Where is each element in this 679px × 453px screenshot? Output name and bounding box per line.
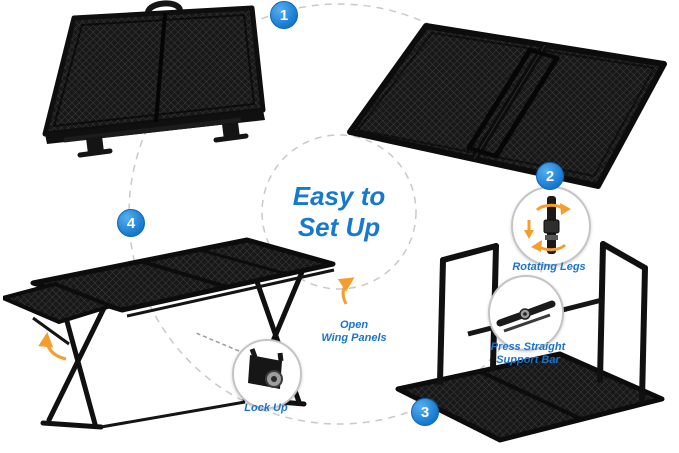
rotating-legs-label: Rotating Legs <box>512 261 586 273</box>
open-wing-panels-label-line2: Wing Panels <box>321 332 387 344</box>
folded-legs-icon <box>466 47 560 159</box>
unfolded-tabletop-illustration <box>347 23 667 189</box>
folded-table-case-illustration <box>42 0 266 158</box>
step-1-badge: 1 <box>270 1 298 29</box>
open-wing-panels-label-line1: Open <box>339 319 369 331</box>
support-bar-hinge-icon <box>496 300 556 333</box>
step-2-badge: 2 <box>536 162 564 190</box>
support-bar-callout <box>488 275 564 351</box>
setup-title: Easy to Set Up <box>254 181 424 243</box>
side-wing-panel-icon <box>3 282 113 324</box>
support-bar-label-line2: Support Bar <box>496 354 560 366</box>
setup-title-line2: Set Up <box>297 212 381 242</box>
lock-up-callout <box>232 339 302 409</box>
carry-handle-icon <box>145 0 183 15</box>
step-4-badge: 4 <box>117 209 145 237</box>
open-wing-panels-label: Open Wing Panels <box>312 319 396 345</box>
setup-title-line1: Easy to <box>292 181 386 211</box>
support-bar-label-line1: Press Straight <box>490 341 566 353</box>
step-3-badge: 3 <box>411 398 439 426</box>
rotating-legs-callout <box>511 186 591 266</box>
inverted-table-illustration <box>395 241 665 443</box>
rotating-leg-icon <box>524 196 571 254</box>
leg-lock-icon <box>248 348 284 389</box>
lock-up-label: Lock Up <box>244 402 288 414</box>
assembled-table-illustration <box>3 237 336 430</box>
support-bar-label: Press Straight Support Bar <box>468 341 588 367</box>
